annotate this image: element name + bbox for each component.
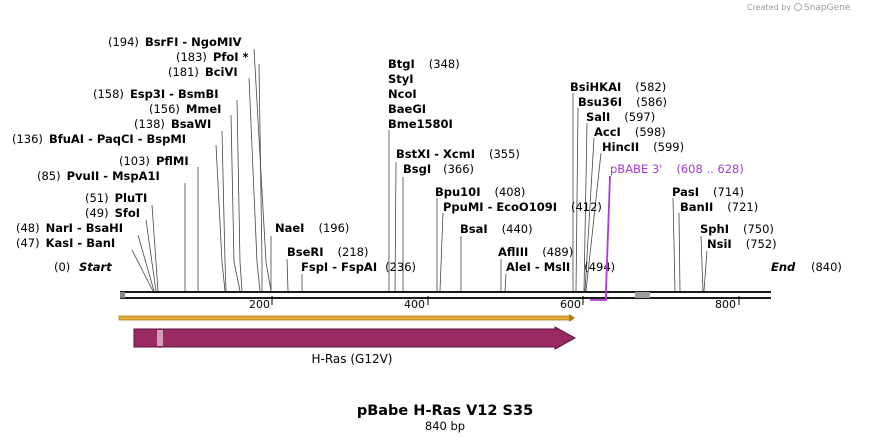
feature-label: H-Ras (G12V) bbox=[312, 352, 393, 366]
orf-body bbox=[118, 315, 573, 321]
site-line-bsrfi bbox=[253, 48, 272, 292]
site-acci[interactable]: AccI(598) bbox=[594, 125, 666, 139]
site-afliii[interactable]: AflIII(489) bbox=[498, 245, 573, 259]
snapgene-credit: Created by SnapGene bbox=[747, 3, 851, 13]
site-bsgi[interactable]: BsgI(366) bbox=[403, 162, 474, 176]
site-line-bseri bbox=[286, 258, 289, 292]
snapgene-logo-icon bbox=[794, 3, 802, 11]
site-bsawi[interactable]: (138)BsaWI bbox=[134, 117, 211, 131]
site-line-acci bbox=[584, 137, 595, 292]
site-bsu36i[interactable]: Bsu36I(586) bbox=[578, 95, 667, 109]
backbone-start-cap bbox=[120, 292, 125, 298]
site-hincii[interactable]: HincII(599) bbox=[602, 140, 684, 154]
end-position: (840) bbox=[811, 260, 842, 274]
site-line-pluti bbox=[151, 204, 159, 292]
site-line-sphi bbox=[700, 235, 704, 292]
site-btgi[interactable]: BtgI(348) bbox=[388, 57, 460, 71]
primer-pbabe-3[interactable]: pBABE 3'(608 .. 628) bbox=[590, 162, 744, 301]
sequence-ends: (0) Start End (840) bbox=[54, 260, 842, 274]
site-pvuii[interactable]: (85)PvuII - MspA1I bbox=[37, 169, 160, 183]
sequence-backbone[interactable] bbox=[120, 291, 771, 299]
site-nsii[interactable]: NsiI(752) bbox=[707, 237, 777, 251]
end-label: End bbox=[771, 260, 796, 274]
site-naei[interactable]: NaeI(196) bbox=[275, 221, 349, 235]
tick-label-800: 800 bbox=[715, 298, 736, 311]
site-pfoi[interactable]: (183)PfoI * bbox=[176, 50, 249, 64]
site-line-bsu36i bbox=[575, 107, 579, 292]
site-labels: (194)BsrFI - NgoMIV (183)PfoI * (181)Bci… bbox=[12, 35, 777, 274]
site-bsrfi[interactable]: (194)BsrFI - NgoMIV bbox=[108, 35, 242, 49]
site-baegi[interactable]: BaeGI bbox=[388, 102, 426, 116]
site-esp3i[interactable]: (158)Esp3I - BsmBI bbox=[93, 87, 219, 101]
map-title-block: pBabe H-Ras V12 S35 840 bp bbox=[357, 403, 533, 433]
site-line-mmei bbox=[230, 114, 241, 292]
orf-arrowhead bbox=[569, 314, 575, 322]
site-alei[interactable]: AleI - MslI(494) bbox=[506, 260, 615, 274]
site-bsai[interactable]: BsaI(440) bbox=[460, 222, 533, 236]
tick-label-200: 200 bbox=[249, 298, 270, 311]
site-ncoi[interactable]: NcoI bbox=[388, 87, 417, 101]
tick-label-400: 400 bbox=[404, 298, 425, 311]
site-mmei[interactable]: (156)MmeI bbox=[149, 102, 221, 116]
primer-label: pBABE 3'(608 .. 628) bbox=[610, 162, 744, 176]
site-line-bstxi bbox=[394, 161, 397, 292]
site-bcivi[interactable]: (181)BciVI bbox=[168, 65, 238, 79]
credit-prefix: Created by bbox=[747, 3, 791, 12]
tick-label-600: 600 bbox=[560, 298, 581, 311]
site-line-bsawi bbox=[221, 130, 227, 292]
site-bseri[interactable]: BseRI(218) bbox=[287, 245, 368, 259]
site-sfoi[interactable]: (49)SfoI bbox=[85, 206, 140, 220]
site-line-alei bbox=[504, 273, 507, 292]
start-label: Start bbox=[79, 260, 112, 274]
site-fspi[interactable]: FspI - FspAI(236) bbox=[301, 260, 416, 274]
site-bfuai[interactable]: (136)BfuAI - PaqCI - BspMI bbox=[12, 132, 186, 146]
map-title: pBabe H-Ras V12 S35 bbox=[357, 403, 533, 419]
orf-bar[interactable] bbox=[118, 314, 575, 322]
site-pflmi[interactable]: (103)PflMI bbox=[119, 154, 189, 168]
site-line-bfuai bbox=[215, 144, 226, 292]
site-bpu10i[interactable]: Bpu10I(408) bbox=[435, 185, 525, 199]
site-nari[interactable]: (48)NarI - BsaHI bbox=[16, 221, 123, 235]
site-styi[interactable]: StyI bbox=[388, 72, 414, 86]
site-line-pasi bbox=[672, 197, 676, 292]
site-banii[interactable]: BanII(721) bbox=[680, 200, 758, 214]
site-leader-lines bbox=[131, 48, 708, 292]
feature-arrow bbox=[133, 326, 577, 350]
credit-brand: SnapGene bbox=[804, 3, 851, 13]
site-line-ppumi bbox=[439, 212, 444, 292]
site-line-banii bbox=[678, 212, 681, 292]
site-bstxi[interactable]: BstXI - XcmI(355) bbox=[396, 147, 520, 161]
site-line-bcivi bbox=[248, 77, 261, 292]
site-line-sfoi bbox=[145, 219, 157, 292]
site-line-kasi bbox=[131, 249, 154, 292]
site-bme1580i[interactable]: Bme1580I bbox=[388, 117, 453, 131]
site-ppumi[interactable]: PpuMI - EcoO109I(412) bbox=[443, 200, 602, 214]
site-sali[interactable]: SalI(597) bbox=[586, 110, 655, 124]
site-line-nari bbox=[137, 234, 155, 292]
site-pasi[interactable]: PasI(714) bbox=[672, 185, 744, 199]
site-pluti[interactable]: (51)PluTI bbox=[85, 191, 147, 205]
site-line-sali bbox=[583, 122, 588, 292]
site-line-hincii bbox=[585, 152, 602, 292]
map-length: 840 bp bbox=[425, 419, 465, 433]
ruler: 200 400 600 800 bbox=[249, 296, 740, 311]
feature-hatch-mark bbox=[157, 330, 163, 346]
start-position: (0) bbox=[54, 260, 70, 274]
site-bsihkai[interactable]: BsiHKAI(582) bbox=[570, 80, 666, 94]
site-line-esp3i bbox=[236, 99, 243, 292]
feature-h-ras[interactable]: H-Ras (G12V) bbox=[133, 326, 577, 366]
site-sphi[interactable]: SphI(750) bbox=[700, 222, 774, 236]
site-line-pfoi bbox=[258, 63, 263, 291]
site-kasi[interactable]: (47)KasI - BanI bbox=[16, 236, 115, 250]
site-line-nsii bbox=[703, 250, 708, 292]
backbone-gap-marker bbox=[635, 292, 650, 298]
primer-arrow bbox=[590, 175, 611, 301]
